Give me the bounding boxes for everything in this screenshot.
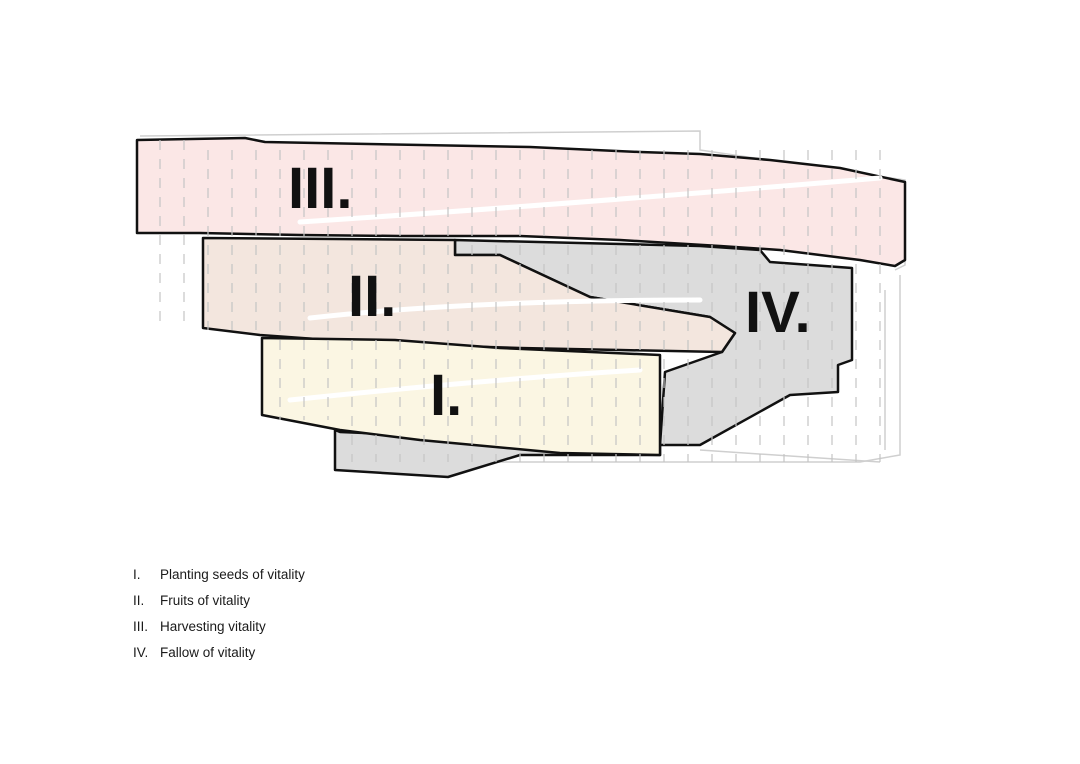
phase-ii-label: II. (348, 264, 396, 329)
phase-iii-shape (135, 136, 907, 268)
legend-number: IV. (133, 645, 149, 660)
phase-i-label: I. (430, 363, 462, 428)
legend-number: III. (133, 619, 149, 634)
dashed-guides (159, 140, 881, 462)
phase-ii-shape (201, 236, 737, 354)
legend-number: II. (133, 593, 145, 608)
legend-number: I. (133, 567, 141, 582)
legend-label: Harvesting vitality (160, 619, 266, 634)
phase-iii-label: III. (288, 156, 352, 221)
vitality-spiral-diagram: III. II. IV. I. (135, 130, 907, 479)
legend-label: Fallow of vitality (160, 645, 256, 660)
legend-label: Fruits of vitality (160, 593, 251, 608)
phase-iv-label: IV. (745, 280, 811, 345)
legend-label: Planting seeds of vitality (160, 567, 305, 582)
